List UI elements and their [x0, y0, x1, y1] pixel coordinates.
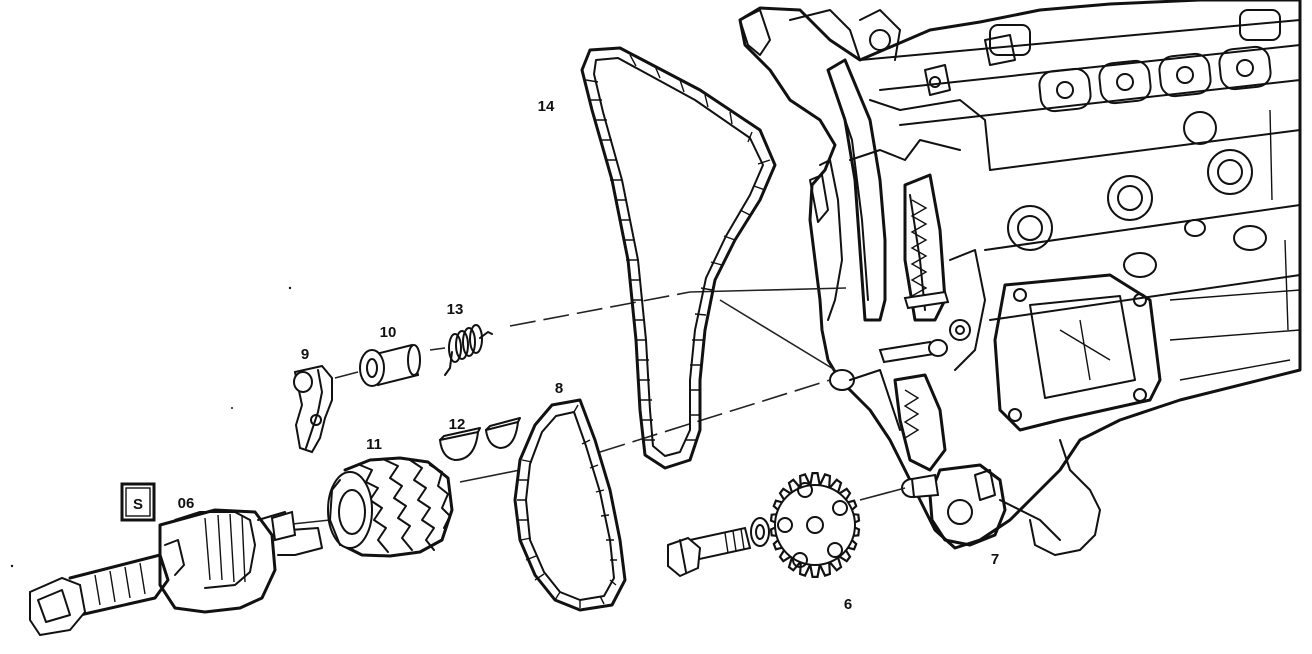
guide-rail-9: [293, 364, 333, 454]
leader-lines: [282, 287, 906, 526]
specks: [10, 286, 292, 568]
callout-6: 6: [844, 596, 852, 613]
chain-guide-assembly: [809, 58, 991, 472]
callout-06: 06: [178, 495, 195, 512]
special-tool-glyph: S: [133, 496, 143, 513]
sprocket-bolt: [667, 526, 752, 578]
oil-pump-chain-8: [513, 398, 627, 612]
timing-chain-14: [580, 46, 777, 470]
callout-8: 8: [555, 380, 563, 397]
callout-labels: 14 13 10 9 12 11 8 06 6 7: [178, 98, 1000, 613]
front-cover-plate: [993, 273, 1162, 432]
crank-sprocket-11: [327, 456, 454, 558]
block-bores: [1007, 111, 1267, 278]
callout-11: 11: [366, 436, 382, 453]
washer: [750, 517, 770, 547]
special-tool-icon: S: [120, 482, 156, 522]
spring-13: [444, 324, 493, 376]
oil-pump-sprocket-6: [769, 472, 861, 578]
callout-12: 12: [449, 416, 466, 433]
upper-bracket: [739, 9, 1016, 96]
engine-block: [738, 0, 1302, 556]
woodruff-keys-12: [438, 417, 521, 462]
callout-14: 14: [538, 98, 555, 115]
sleeve-10: [359, 343, 421, 387]
special-tool-06: S: [29, 482, 323, 637]
callout-9: 9: [301, 346, 309, 363]
callout-7: 7: [991, 551, 999, 568]
cam-bosses: [989, 9, 1281, 113]
callout-13: 13: [447, 301, 464, 318]
callout-10: 10: [380, 324, 397, 341]
